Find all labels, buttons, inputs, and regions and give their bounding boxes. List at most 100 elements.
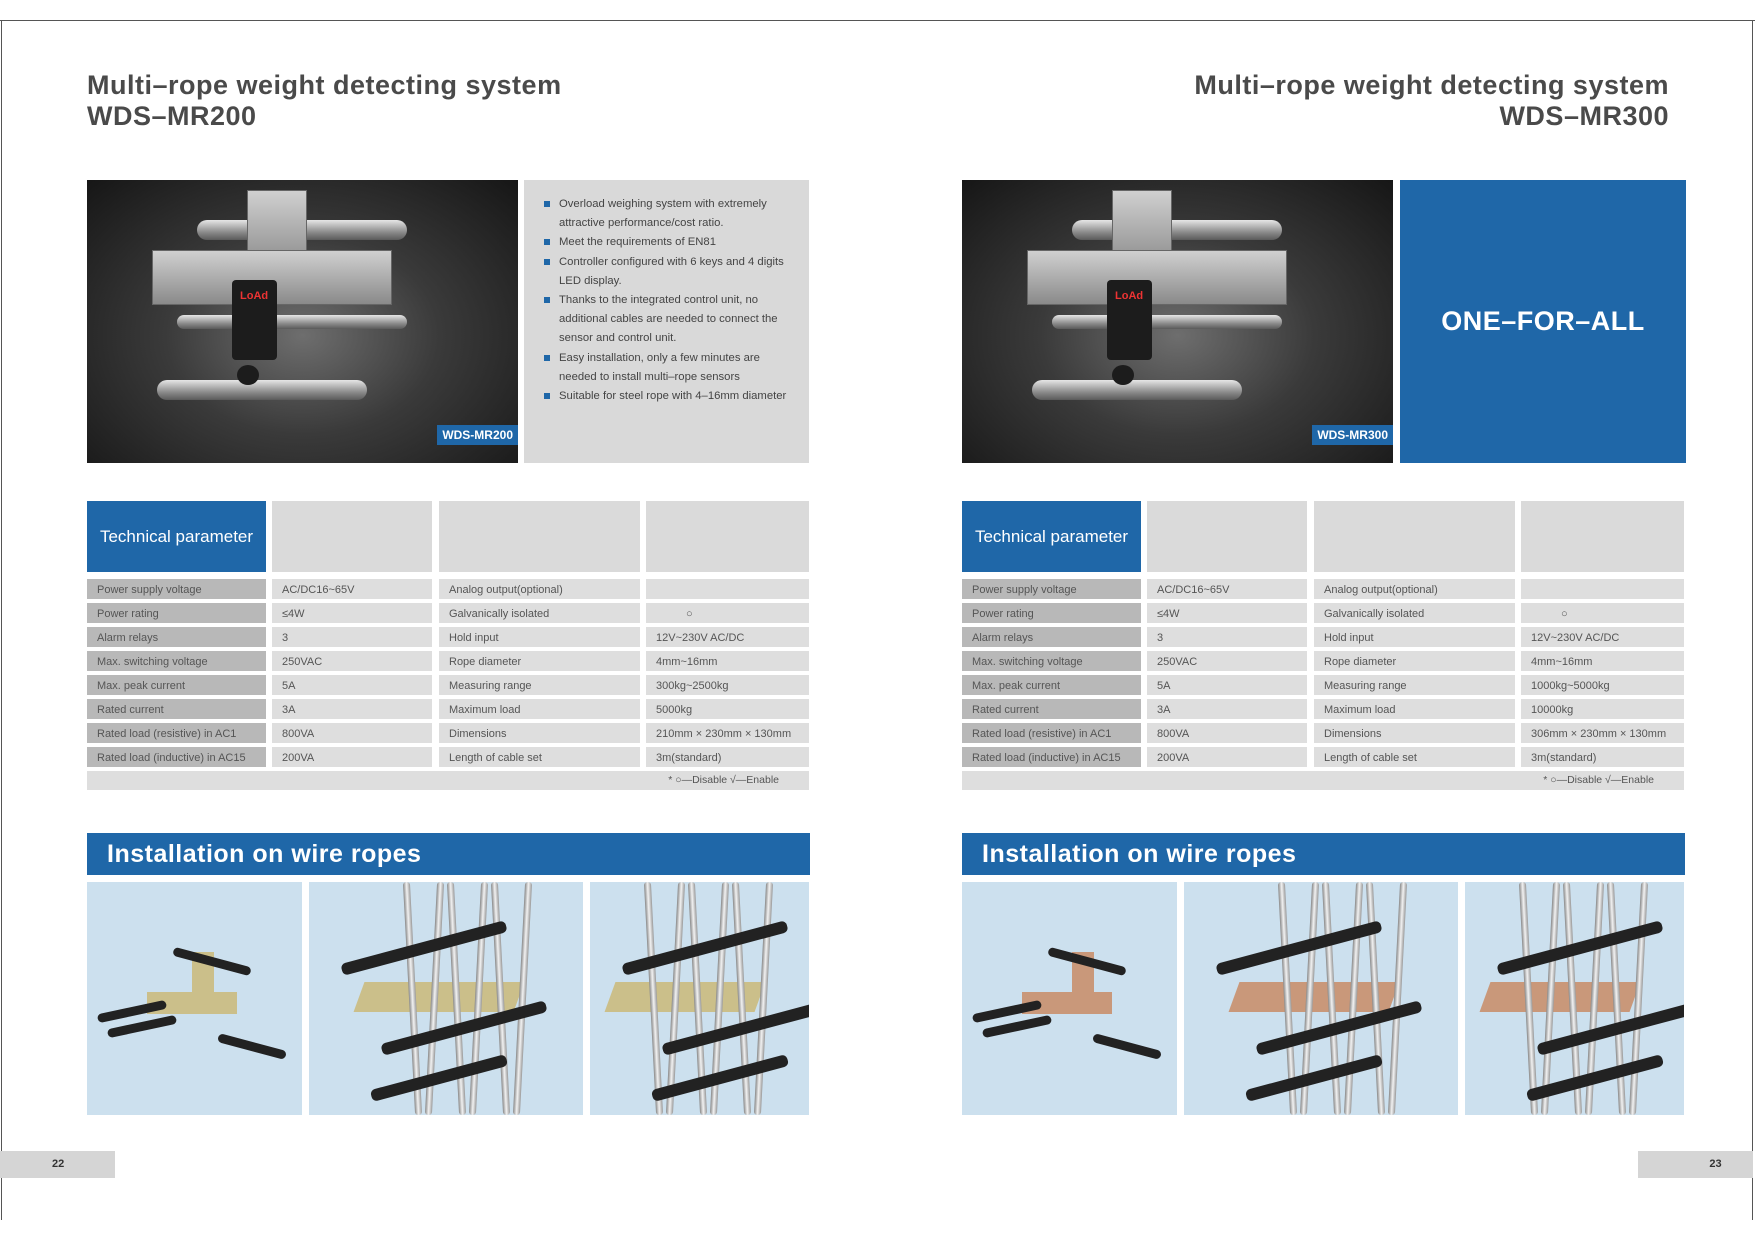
param-name: Length of cable set (1314, 747, 1515, 767)
param-name: Rated current (962, 699, 1141, 719)
param-value (646, 579, 809, 599)
sensor-block (147, 992, 237, 1014)
feature-item: Meet the requirements of EN81 (544, 233, 795, 252)
page-number: 22 (0, 1151, 115, 1178)
installation-image-2 (309, 882, 583, 1115)
param-name: Rope diameter (1314, 651, 1515, 671)
feature-item: Thanks to the integrated control unit, n… (544, 291, 795, 349)
param-value (1521, 579, 1684, 599)
feature-list: Overload weighing system with extremely … (524, 180, 809, 463)
param-value: 1000kg~5000kg (1521, 675, 1684, 695)
table-legend: * ○—Disable √—Enable (962, 771, 1684, 790)
param-name: Power supply voltage (962, 579, 1141, 599)
title-line: Multi–rope weight detecting system (1194, 70, 1669, 100)
installation-banner: Installation on wire ropes (87, 833, 810, 875)
param-name: Hold input (1314, 627, 1515, 647)
param-name: Rated load (resistive) in AC1 (87, 723, 266, 743)
param-name: Power rating (962, 603, 1141, 623)
param-name: Rated load (resistive) in AC1 (962, 723, 1141, 743)
param-value: 800VA (1147, 723, 1307, 743)
slogan-box: ONE–FOR–ALL (1400, 180, 1686, 463)
table-header-cell (272, 501, 432, 572)
page-border-right (1752, 20, 1753, 1220)
param-value: 3 (272, 627, 432, 647)
led-display: LoAd (240, 290, 269, 302)
feature-item: Easy installation, only a few minutes ar… (544, 349, 795, 387)
model-tag: WDS-MR200 (437, 425, 518, 445)
feature-item: Overload weighing system with extremely … (544, 195, 795, 233)
param-value: 250VAC (1147, 651, 1307, 671)
controller-unit: LoAd (1107, 280, 1152, 360)
param-name: Galvanically isolated (439, 603, 640, 623)
param-name: Alarm relays (87, 627, 266, 647)
product-photo: LoAd WDS-MR200 (87, 180, 518, 463)
page-border-left (1, 20, 2, 1220)
table-header-cell (1521, 501, 1684, 572)
model-name: WDS–MR200 (87, 101, 257, 131)
param-value: ≤4W (272, 603, 432, 623)
param-name: Rated load (inductive) in AC15 (962, 747, 1141, 767)
title-line: Multi–rope weight detecting system (87, 70, 562, 100)
param-value: 5000kg (646, 699, 809, 719)
param-value: 3 (1147, 627, 1307, 647)
rod (369, 1054, 509, 1102)
param-name: Rated current (87, 699, 266, 719)
param-value: 210mm × 230mm × 130mm (646, 723, 809, 743)
param-name: Rated load (inductive) in AC15 (87, 747, 266, 767)
param-value: 3A (1147, 699, 1307, 719)
connector (237, 365, 259, 385)
table-header-cell (439, 501, 640, 572)
param-name: Analog output(optional) (439, 579, 640, 599)
param-value: 5A (272, 675, 432, 695)
param-value: 800VA (272, 723, 432, 743)
param-value: 12V~230V AC/DC (646, 627, 809, 647)
param-value: 3A (272, 699, 432, 719)
param-name: Length of cable set (439, 747, 640, 767)
param-name: Alarm relays (962, 627, 1141, 647)
rod (1244, 1054, 1384, 1102)
installation-image-1 (962, 882, 1177, 1115)
param-name: Dimensions (1314, 723, 1515, 743)
param-value: ≤4W (1147, 603, 1307, 623)
param-value: 3m(standard) (1521, 747, 1684, 767)
table-header-technical-parameter: Technical parameter (962, 501, 1141, 572)
param-value: 3m(standard) (646, 747, 809, 767)
page-border-top (0, 20, 1755, 21)
param-name: Rope diameter (439, 651, 640, 671)
param-name: Maximum load (1314, 699, 1515, 719)
param-name: Analog output(optional) (1314, 579, 1515, 599)
controller-unit: LoAd (232, 280, 277, 360)
param-name: Power supply voltage (87, 579, 266, 599)
param-value: 4mm~16mm (646, 651, 809, 671)
product-photo: LoAd WDS-MR300 (962, 180, 1393, 463)
param-value: ○ (646, 603, 809, 623)
installation-image-3 (590, 882, 809, 1115)
led-display: LoAd (1115, 290, 1144, 302)
param-value: 306mm × 230mm × 130mm (1521, 723, 1684, 743)
param-value: 12V~230V AC/DC (1521, 627, 1684, 647)
installation-image-3 (1465, 882, 1684, 1115)
installation-image-1 (87, 882, 302, 1115)
table-legend: * ○—Disable √—Enable (87, 771, 809, 790)
param-name: Max. switching voltage (962, 651, 1141, 671)
model-name: WDS–MR300 (1499, 101, 1669, 131)
table-header-cell (1314, 501, 1515, 572)
param-value: 250VAC (272, 651, 432, 671)
rod (177, 315, 407, 329)
param-value: 200VA (272, 747, 432, 767)
feature-item: Controller configured with 6 keys and 4 … (544, 253, 795, 291)
table-header-cell (1147, 501, 1307, 572)
page-number: 23 (1638, 1151, 1753, 1178)
param-value: ○ (1521, 603, 1684, 623)
param-name: Max. peak current (962, 675, 1141, 695)
installation-image-2 (1184, 882, 1458, 1115)
param-name: Max. switching voltage (87, 651, 266, 671)
param-value: 300kg~2500kg (646, 675, 809, 695)
rod (1092, 1033, 1162, 1060)
param-value: AC/DC16~65V (1147, 579, 1307, 599)
sensor-block (1022, 992, 1112, 1014)
sensor-plate (1027, 250, 1287, 305)
